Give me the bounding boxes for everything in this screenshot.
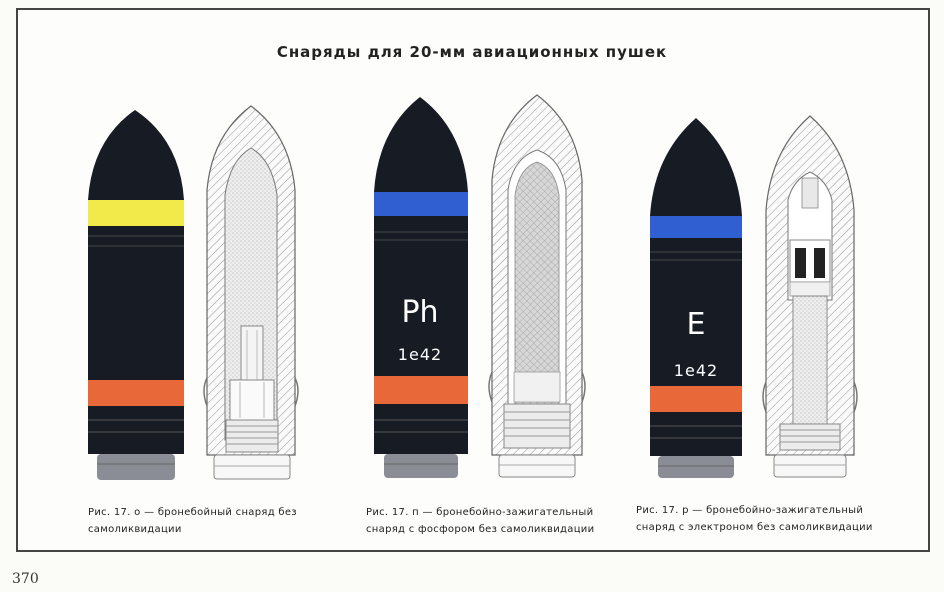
- caption-figure-o: Рис. 17. о — бронебойный снаряд без само…: [88, 504, 328, 538]
- shell-exterior-2: [374, 97, 468, 478]
- marking-code-2: 1е42: [398, 345, 442, 364]
- shell-color-band-1: [88, 200, 184, 226]
- marking-code-3: 1е42: [674, 361, 718, 380]
- marking-symbol-2: Ph: [401, 295, 438, 330]
- shell-color-band-2: [374, 192, 468, 216]
- page-title: Снаряды для 20-мм авиационных пушек: [276, 43, 668, 61]
- caption-line: Рис. 17. р — бронебойно-зажигательный: [636, 505, 864, 516]
- shell-base-2: [384, 454, 458, 478]
- driving-band-3: [650, 386, 742, 412]
- driving-band-2: [374, 376, 468, 404]
- caption-line: Рис. 17. о — бронебойный снаряд без: [88, 507, 297, 518]
- caption-line: самоликвидации: [88, 524, 182, 535]
- caption-figure-r: Рис. 17. р — бронебойно-зажигательный сн…: [636, 502, 896, 536]
- marking-symbol-3: E: [687, 307, 706, 342]
- shell-section-3: [762, 115, 858, 478]
- shell-section-2: [488, 94, 586, 478]
- shell-base-1: [97, 454, 175, 480]
- caption-line: снаряд с фосфором без самоликвидации: [366, 524, 595, 535]
- shell-section-1: [203, 105, 299, 480]
- caption-line: Рис. 17. п — бронебойно-зажигательный: [366, 507, 594, 518]
- driving-band-1: [88, 380, 184, 406]
- page-number: 370: [12, 571, 39, 587]
- shell-color-band-3: [650, 216, 742, 238]
- shell-base-3: [658, 456, 734, 478]
- caption-line: снаряд с электроном без самоликвидации: [636, 522, 873, 533]
- shell-exterior-1: [88, 110, 184, 480]
- caption-figure-p: Рис. 17. п — бронебойно-зажигательный сн…: [366, 504, 616, 538]
- shell-exterior-3: [650, 118, 742, 478]
